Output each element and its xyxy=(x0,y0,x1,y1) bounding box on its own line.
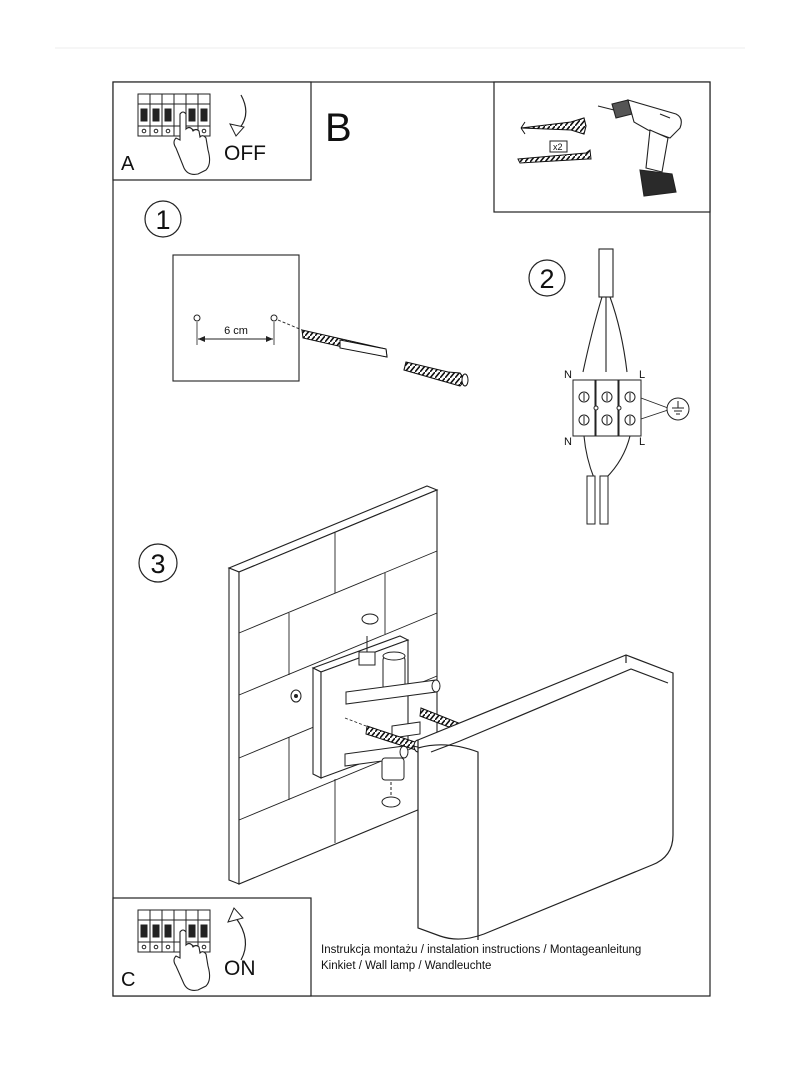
cable-connector xyxy=(358,636,406,691)
footer-product: Kinkiet / Wall lamp / Wandleuchte xyxy=(321,960,492,972)
terminal-bottom-right-label: L xyxy=(639,436,645,448)
panel-off-action: OFF xyxy=(224,142,266,165)
step-2: 2 N L N L xyxy=(528,248,690,525)
step-1-number: 1 xyxy=(155,205,170,235)
terminal-block xyxy=(572,379,642,437)
panel-on: C ON xyxy=(112,897,312,997)
socket-holder xyxy=(381,757,405,808)
screw-icon xyxy=(517,149,592,164)
wall-plug-icon xyxy=(403,361,469,387)
ground-icon xyxy=(666,397,690,421)
terminal-top-right-label: L xyxy=(639,369,645,381)
cable-lead-left xyxy=(586,475,596,525)
quantity-label: x2 xyxy=(553,142,563,152)
drill-hole-right xyxy=(270,314,278,322)
cable-sheath-top xyxy=(598,248,614,298)
step-3: 3 xyxy=(138,485,674,940)
outer-frame xyxy=(112,81,711,997)
hand-icon xyxy=(173,929,211,991)
drill-hole-left xyxy=(193,314,201,322)
drill-icon xyxy=(597,99,682,197)
arrow-up-icon xyxy=(235,917,247,961)
hand-icon xyxy=(173,111,211,175)
lamp-shade xyxy=(417,654,674,940)
panel-on-letter: C xyxy=(121,969,135,991)
cable-lead-right xyxy=(599,475,609,525)
step-3-number: 3 xyxy=(150,549,165,579)
breaker-box-icon xyxy=(137,909,211,953)
panel-off: A OFF xyxy=(112,81,312,181)
section-letter: B xyxy=(325,106,352,150)
tools-panel: x2 xyxy=(493,81,711,213)
wall-plug-icon xyxy=(520,117,587,135)
panel-on-action: ON xyxy=(224,957,256,980)
breaker-box-icon xyxy=(137,93,211,137)
drill-bit-icon xyxy=(301,329,388,358)
distance-label: 6 cm xyxy=(224,325,248,337)
wall-panel xyxy=(172,254,300,382)
panel-off-letter: A xyxy=(121,153,135,175)
terminal-top-left-label: N xyxy=(564,369,572,381)
mounting-rods xyxy=(344,679,441,767)
footer-instructions: Instrukcja montażu / instalation instruc… xyxy=(321,944,642,956)
step-2-number: 2 xyxy=(539,264,554,294)
wall-hole xyxy=(361,613,379,625)
terminal-bottom-left-label: N xyxy=(564,436,572,448)
step-1: 1 6 cm xyxy=(144,200,469,387)
